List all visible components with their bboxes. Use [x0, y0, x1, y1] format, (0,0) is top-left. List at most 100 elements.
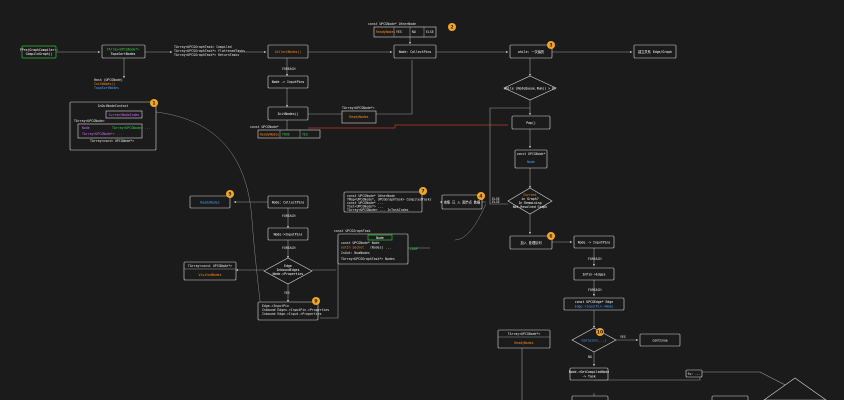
node-out-label: 建立关系 Edge/Graph	[638, 49, 672, 54]
node-pop: Pop()	[511, 115, 551, 130]
node-edges9: Edge->InputPin Inbound Edges->InputPin->…	[257, 301, 329, 321]
node-build-l2: -> Task	[582, 375, 596, 379]
node-fcreate-l2: CompileGraph()	[26, 52, 53, 56]
node-decl-l3: TArray<UPCGGraphTask*> ReturnTasks	[174, 53, 239, 57]
badge-1: 1	[150, 99, 158, 107]
node-collectpins: Node: CollectPins	[267, 195, 309, 209]
node-resolve: 加入 处理队列	[509, 235, 553, 250]
node-search: 收集 已 入 图节点 数据	[441, 194, 483, 210]
node-topsort: TArray<UPCGNode*> TopoSortNodes	[101, 44, 146, 59]
connectors	[56, 30, 796, 400]
node-edge-l2: Edge->InputPin->Node	[575, 305, 613, 309]
label-foreach-1: FOREACH	[282, 67, 296, 71]
svg-text:3: 3	[549, 43, 552, 49]
node-out: 建立关系 Edge/Graph	[633, 44, 677, 59]
node-loopmid-r2: const UPCGNode* Node	[341, 241, 379, 245]
node-hash-l2: InitNodes()	[94, 82, 115, 86]
node-loopmid-r1: Node	[376, 236, 384, 240]
node-edge: const UPCGEdge* Edge Edge->InputPin->Nod…	[563, 297, 625, 311]
node-cond1-label: while (NodeQueue.Num() > 0)	[504, 87, 556, 91]
node-table-top: const UPCGNode* OtherNode ReadyNodes YES…	[368, 22, 437, 38]
node-mid7-l1: const UPCGNode* OtherNode	[347, 194, 395, 198]
badge-3: 3	[547, 41, 555, 49]
badge-7: 7	[419, 187, 427, 195]
node-loopmid-r3: outIn Socket	[341, 246, 364, 250]
badge-2: 2	[448, 23, 456, 31]
label-foreach-3: FOREACH	[588, 288, 602, 292]
node-edges9-l3: Inbound Edge->Input->Properties	[262, 312, 322, 316]
node-collectpins-label: Node: CollectPins	[272, 201, 305, 205]
svg-text:5: 5	[228, 192, 231, 198]
node-loopmid-title: const UPCGGraphTask	[334, 229, 371, 233]
node-curnode: const UPCGNode* Node	[514, 149, 548, 169]
node-loopmid: const UPCGGraphTask Node const UPCGNode*…	[334, 229, 409, 265]
label-foreach-2: FOREACH	[588, 257, 602, 261]
node-init-label: InitNodes()	[277, 112, 298, 116]
node-pop-label: Pop()	[526, 121, 536, 125]
node-visited: TArray<const UPCGNode*> VisitedNodes	[183, 261, 237, 281]
label-foreach-5: FOREACH	[282, 246, 296, 250]
label-yes-mid: YES	[284, 291, 290, 295]
edge-check-loop	[489, 107, 530, 205]
node-bottom-left: TArray<UPCGNode*> ReadyNodes	[497, 329, 551, 349]
svg-text:4: 4	[479, 194, 482, 200]
node-readpins-label: Node -> InputPins	[578, 241, 611, 245]
node-loopmid-r6: TArray<UPCGGraphTask*> Nodes	[341, 257, 395, 261]
node-context-l3: Node	[82, 126, 90, 130]
node-resolve-label: 加入 处理队列	[520, 240, 541, 245]
node-inputpins-label: Node->InputPins	[274, 233, 303, 237]
label-no-right: NO	[588, 355, 592, 359]
node-foreach-box: Node -> InputPins	[267, 75, 309, 89]
node-context-l1: CurrentNodeIndex	[109, 113, 140, 117]
node-hash-l3: TopoSortNodes	[94, 86, 119, 90]
node-green-table-c2: TRUE	[282, 133, 290, 137]
node-table-cell4: ELSE	[426, 30, 434, 34]
node-hash-block: Hash (UPCGNode) InitNodes() TopoSortNode…	[94, 78, 123, 90]
svg-text:1: 1	[152, 101, 155, 107]
node-while: while: 一次遍历	[509, 44, 553, 59]
node-continue-label: continue	[652, 339, 667, 343]
node-table-cell2: YES	[396, 30, 402, 34]
label-else-right: ELSE	[492, 197, 500, 201]
node-cond2-l1: Edge	[284, 264, 292, 268]
node-green-table-c3: YES	[302, 133, 308, 137]
label-loop: LOOP	[410, 247, 418, 251]
node-context: InOutNodeContext CurrentNodeIndex TArray…	[69, 101, 157, 151]
node-curnode-l1: const UPCGNode*	[517, 152, 546, 156]
node-topsort-l2: TopoSortNodes	[111, 52, 136, 56]
node-edges9-l2: Inbound Edges->InputPin->Properties	[262, 308, 329, 312]
node-check-l3: In Remaining	[518, 201, 541, 205]
node-build-l1: Node->GetCompiledNode	[569, 370, 609, 374]
node-visited-l2: VisitedNodes	[198, 273, 221, 277]
svg-text:6: 6	[549, 234, 552, 240]
node-arrow-small-label: fs: ...	[687, 372, 701, 376]
node-bottom-stubs	[571, 395, 749, 400]
label-else-mid: ELSE	[492, 200, 500, 204]
node-mid7-l2: TMap<UPCGNode*, UPCGGraphTask> CompiledT…	[347, 198, 432, 202]
node-collect: CollectNodes()	[267, 44, 309, 59]
node-inpin: InPin->Edges	[573, 267, 615, 281]
edge-curve-search	[454, 203, 487, 241]
node-collect-label: CollectNodes()	[275, 50, 302, 54]
edge-edges-loop	[320, 240, 339, 319]
node-foreach-box-label: Node -> InputPins	[272, 80, 305, 84]
svg-text:10: 10	[597, 330, 603, 336]
node-contains-label: Contains(...)	[582, 339, 607, 343]
node-continue: continue	[639, 333, 681, 347]
node-table-cell3: NO	[412, 30, 416, 34]
node-bottom-diamond	[763, 377, 827, 400]
node-task-side: TArray<UPCGNode*> ReadyNodes	[341, 106, 377, 124]
node-task5-label: ReadyNodes	[200, 201, 219, 205]
svg-text:9: 9	[314, 299, 317, 305]
node-curnode-l2: Node	[527, 160, 535, 164]
node-decl: TArray<UPCGGraphTask> Compiled TArray<UP…	[174, 45, 245, 57]
node-build: Node->GetCompiledNode -> Task	[569, 367, 609, 381]
node-node-label: Node: CollectPins	[399, 50, 432, 54]
node-task5: ReadyNodes	[189, 195, 231, 209]
node-check-l2: in Graph?	[521, 197, 538, 201]
node-check-l1: Current	[523, 193, 537, 197]
node-edge-l1: const UPCGEdge* Edge	[575, 300, 613, 304]
node-bottom-left-l2: ReadyNodes	[514, 341, 533, 345]
node-edges9-l1: Edge->InputPin	[262, 304, 289, 308]
